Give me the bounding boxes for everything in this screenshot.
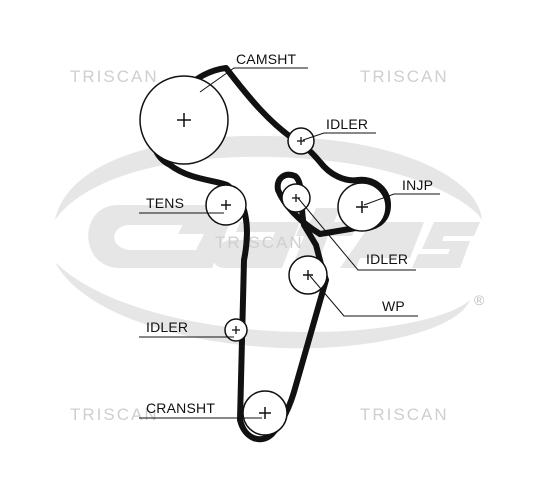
logo-s-letter (412, 222, 480, 268)
pulley-injection-pump-center-mark (356, 201, 368, 213)
pulley-water-pump-center-mark (303, 270, 313, 280)
label-camshaft: CAMSHT (236, 51, 297, 67)
pulley-camshaft (139, 75, 229, 165)
leader-camshaft (199, 67, 308, 93)
pulley-crankshaft-center-mark (259, 407, 271, 419)
pulley-tensioner (205, 184, 247, 226)
pulley-water-pump (288, 255, 328, 295)
label-tensioner: TENS (146, 195, 184, 211)
pulley-idler-top-center-mark (297, 137, 305, 145)
watermark-bottom-left: TRISCAN (70, 405, 159, 424)
pulley-labels: CAMSHT IDLER INJP TENS IDLER WP IDLER CR… (146, 51, 433, 416)
label-injection-pump: INJP (402, 177, 433, 193)
watermark-top-left: TRISCAN (70, 67, 159, 86)
pulley-idler-lower-center-mark (232, 326, 240, 334)
pulley-injection-pump (337, 182, 387, 232)
logo-e-letter (340, 222, 424, 268)
label-crankshaft: CRANSHT (146, 400, 215, 416)
pulley-tensioner-center-mark (221, 200, 231, 210)
pulley-idler-lower (224, 318, 248, 342)
pulley-idler-middle (281, 183, 311, 213)
leader-water-pump (309, 275, 418, 317)
watermark-top-right: TRISCAN (360, 67, 449, 86)
leader-injection-pump (363, 193, 440, 206)
label-idler-lower: IDLER (146, 319, 188, 335)
pulley-idler-middle-center-mark (292, 194, 300, 202)
watermark-center: TRISCAN (215, 233, 304, 252)
watermarks: TRISCAN TRISCAN TRISCAN TRISCAN TRISCAN (70, 67, 449, 424)
pulley-crankshaft (242, 390, 288, 436)
registered-mark: ® (474, 292, 485, 308)
pulley-camshaft-center-mark (177, 113, 191, 127)
watermark-bottom-right: TRISCAN (360, 405, 449, 424)
label-water-pump: WP (382, 298, 405, 314)
leader-lines (139, 67, 440, 419)
logo-swoosh-lower (55, 262, 470, 349)
leader-idler-top (302, 132, 376, 141)
leader-idler-middle (297, 197, 416, 271)
logo-g-letter (88, 205, 230, 268)
logo-a-letter (213, 222, 300, 268)
label-idler-top: IDLER (326, 116, 368, 132)
pulley-idler-top (287, 127, 315, 155)
label-idler-middle: IDLER (366, 251, 408, 267)
